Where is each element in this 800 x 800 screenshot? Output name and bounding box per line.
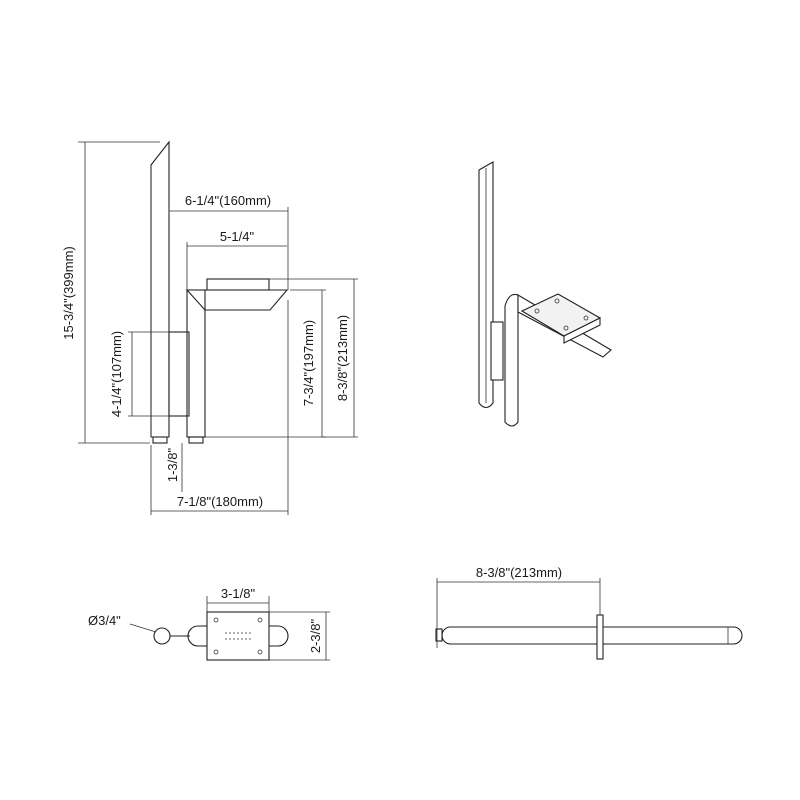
shade-height-label: 7-3/4"(197mm) — [301, 320, 316, 406]
bottom-view: 3-1/8" 2-3/8" Ø3/4" — [88, 586, 330, 661]
top-tube — [441, 626, 743, 645]
extension-label: 6-1/4"(160mm) — [185, 193, 271, 208]
arm-tube — [186, 289, 206, 438]
tall-tube-end — [152, 436, 168, 444]
backplate — [168, 331, 190, 417]
overall-height-label: 15-3/4"(399mm) — [61, 246, 76, 339]
isometric-view — [478, 161, 612, 427]
shade-top — [185, 289, 289, 311]
plate-width-label: 3-1/8" — [221, 586, 256, 601]
bottom-plate — [206, 611, 270, 661]
tube-end-circle — [153, 627, 171, 645]
side-view — [150, 140, 289, 444]
plate-height-label: 2-3/8" — [308, 618, 323, 653]
overall-width-label: 7-1/8"(180mm) — [177, 494, 263, 509]
bottom-offset-label: 1-3/8" — [165, 447, 180, 482]
arm-height-label: 8-3/8"(213mm) — [335, 315, 350, 401]
tall-tube — [150, 140, 170, 438]
top-length-label: 8-3/8"(213mm) — [476, 565, 562, 580]
iso-backplate — [490, 321, 504, 381]
backplate-height-label: 4-1/4"(107mm) — [109, 331, 124, 417]
top-view: 8-3/8"(213mm) — [435, 565, 743, 660]
side-view-labels: 15-3/4"(399mm) 6-1/4"(160mm) 5-1/4" 4-1/… — [61, 193, 350, 509]
arm-tube-end — [188, 436, 204, 444]
iso-arm-tube — [504, 293, 519, 427]
shade-width-label: 5-1/4" — [220, 229, 255, 244]
side-view-dimension-lines — [78, 141, 358, 515]
mount-plate — [206, 278, 270, 291]
top-mount-plate — [596, 614, 604, 660]
tube-diameter-label: Ø3/4" — [88, 613, 121, 628]
